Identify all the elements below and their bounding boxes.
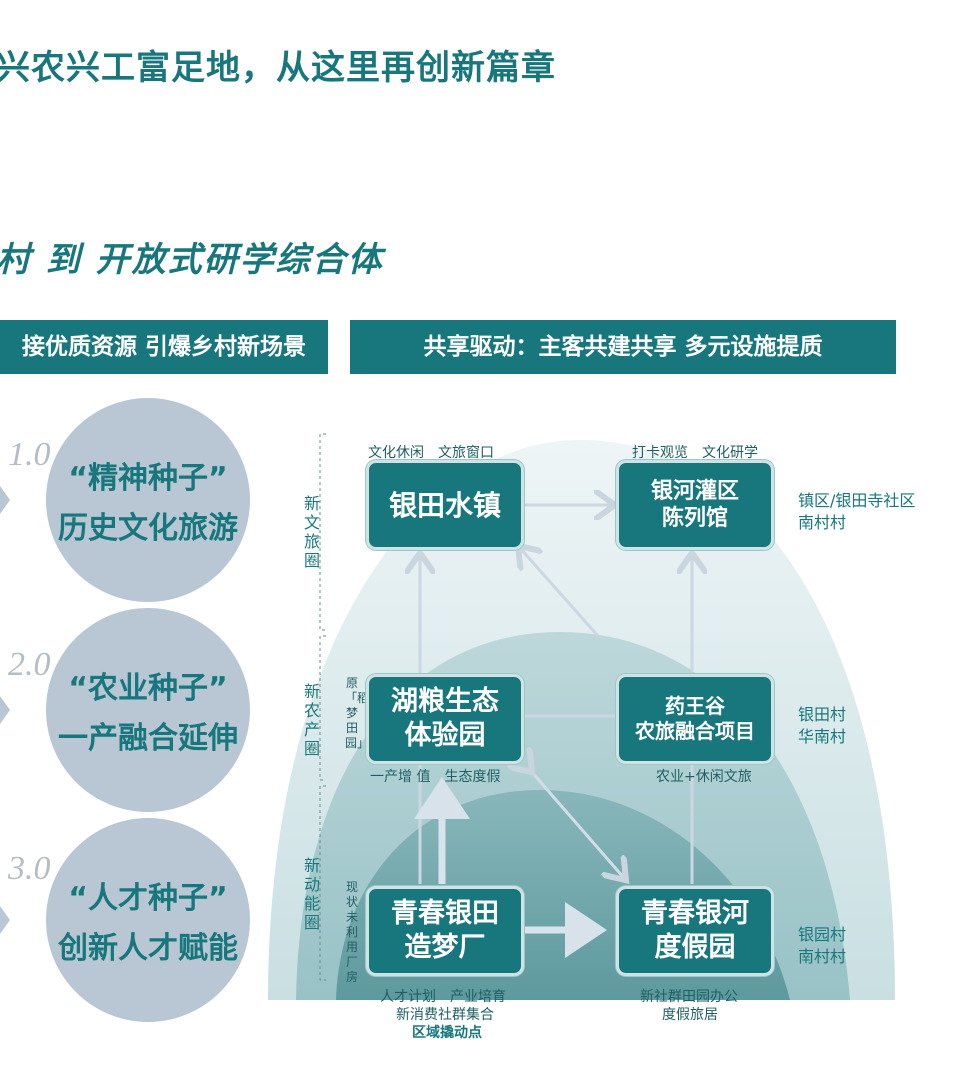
side-row2-line2: 华南村: [798, 727, 847, 746]
node-yaowang-line1: 药王谷: [665, 694, 725, 718]
seed-1-version: 1.0: [8, 436, 51, 473]
page-headline: 兴农兴工富足地，从这里再创新篇章: [0, 48, 556, 88]
node-huliang-eco-park: 湖粮生态 体验园: [366, 674, 524, 764]
seed-3-subtitle: 创新人才赋能: [58, 931, 238, 966]
node-dujia-line1: 青春银河: [641, 898, 749, 930]
node-zaomeng-line1: 青春银田: [391, 898, 499, 930]
seed-2-version: 2.0: [8, 646, 51, 683]
node-huliang-line1: 湖粮生态: [391, 686, 499, 718]
seed-1-subtitle: 历史文化旅游: [58, 511, 238, 546]
node-guanqu-museum: 银河灌区 陈列馆: [616, 460, 774, 550]
dujia-note-1: 新社群田园办公: [640, 989, 738, 1005]
bracket-culture: [319, 433, 326, 631]
bracket-energy: [319, 785, 326, 981]
side-row3-line2: 南村村: [798, 947, 847, 966]
zaomeng-note-1: 人才计划 产业培育: [380, 989, 506, 1005]
label-energy-circle: 新动能圈: [303, 856, 320, 932]
note-unused-factory: 现状未利用厂房: [345, 880, 358, 984]
node-yaowang-valley: 药王谷 农旅融合项目: [616, 674, 774, 764]
page-subheadline: 村 到 开放式研学综合体: [0, 240, 384, 280]
node-yaowang-line2: 农旅融合项目: [635, 719, 755, 743]
guanqu-top-note: 打卡观览 文化研学: [632, 445, 758, 461]
node-dujia-line2: 度假园: [654, 932, 736, 963]
seed-2-pointer: [0, 696, 10, 724]
seed-circle-2: “农业种子” 一产融合延伸: [46, 608, 250, 812]
node-guanqu-line2: 陈列馆: [661, 506, 728, 531]
zaomeng-note-2: 新消费社群集合: [396, 1007, 494, 1023]
bracket-agri: [319, 635, 326, 781]
seed-3-pointer: [0, 906, 10, 934]
label-culture-circle: 新文旅圈: [303, 494, 320, 570]
arrow-huliang-dujia: [530, 770, 624, 878]
node-guanqu-line1: 银河灌区: [650, 478, 739, 504]
side-row3-line1: 银园村: [798, 925, 847, 944]
node-dujia-resort: 青春银河 度假园: [616, 886, 774, 976]
yintian-top-note: 文化休闲 文旅窗口: [368, 445, 494, 461]
huliang-bottom-note: 一产增 值 生态度假: [370, 769, 501, 785]
seed-2-title: “农业种子”: [68, 671, 228, 706]
seed-circle-1: “精神种子” 历史文化旅游: [46, 398, 250, 602]
side-row1-line1: 镇区/银田寺社区: [798, 491, 916, 510]
seed-3-title: “人才种子”: [68, 881, 228, 916]
seed-3-version: 3.0: [8, 850, 51, 887]
seed-circle-3: “人才种子” 创新人才赋能: [46, 818, 250, 1022]
side-row1-line2: 南村村: [798, 513, 847, 532]
arrow-center-yintian: [520, 548, 600, 637]
seed-1-title: “精神种子”: [68, 461, 228, 496]
seed-2-subtitle: 一产融合延伸: [58, 721, 238, 756]
node-zaomeng-line2: 造梦厂: [404, 932, 486, 963]
label-agri-circle: 新农产圈: [303, 682, 320, 758]
side-row2-line1: 银田村: [798, 705, 847, 724]
left-banner: 接优质资源 引爆乡村新场景: [0, 320, 328, 374]
node-yintian-line1: 银田水镇: [388, 488, 501, 522]
dujia-note-2: 度假旅居: [662, 1007, 718, 1023]
left-banner-text: 接优质资源 引爆乡村新场景: [21, 334, 306, 360]
note-original-field: 原「稻梦田园」: [345, 676, 370, 750]
zaomeng-note-3: 区域撬动点: [412, 1025, 482, 1041]
yaowang-bottom-note: 农业+休闲文旅: [656, 769, 752, 785]
node-yintian-water-town: 银田水镇: [366, 460, 524, 550]
seed-1-pointer: [0, 486, 10, 514]
node-huliang-line2: 体验园: [404, 720, 486, 751]
node-zaomeng-factory: 青春银田 造梦厂: [366, 886, 524, 976]
right-banner: 共享驱动：主客共建共享 多元设施提质: [350, 320, 896, 374]
